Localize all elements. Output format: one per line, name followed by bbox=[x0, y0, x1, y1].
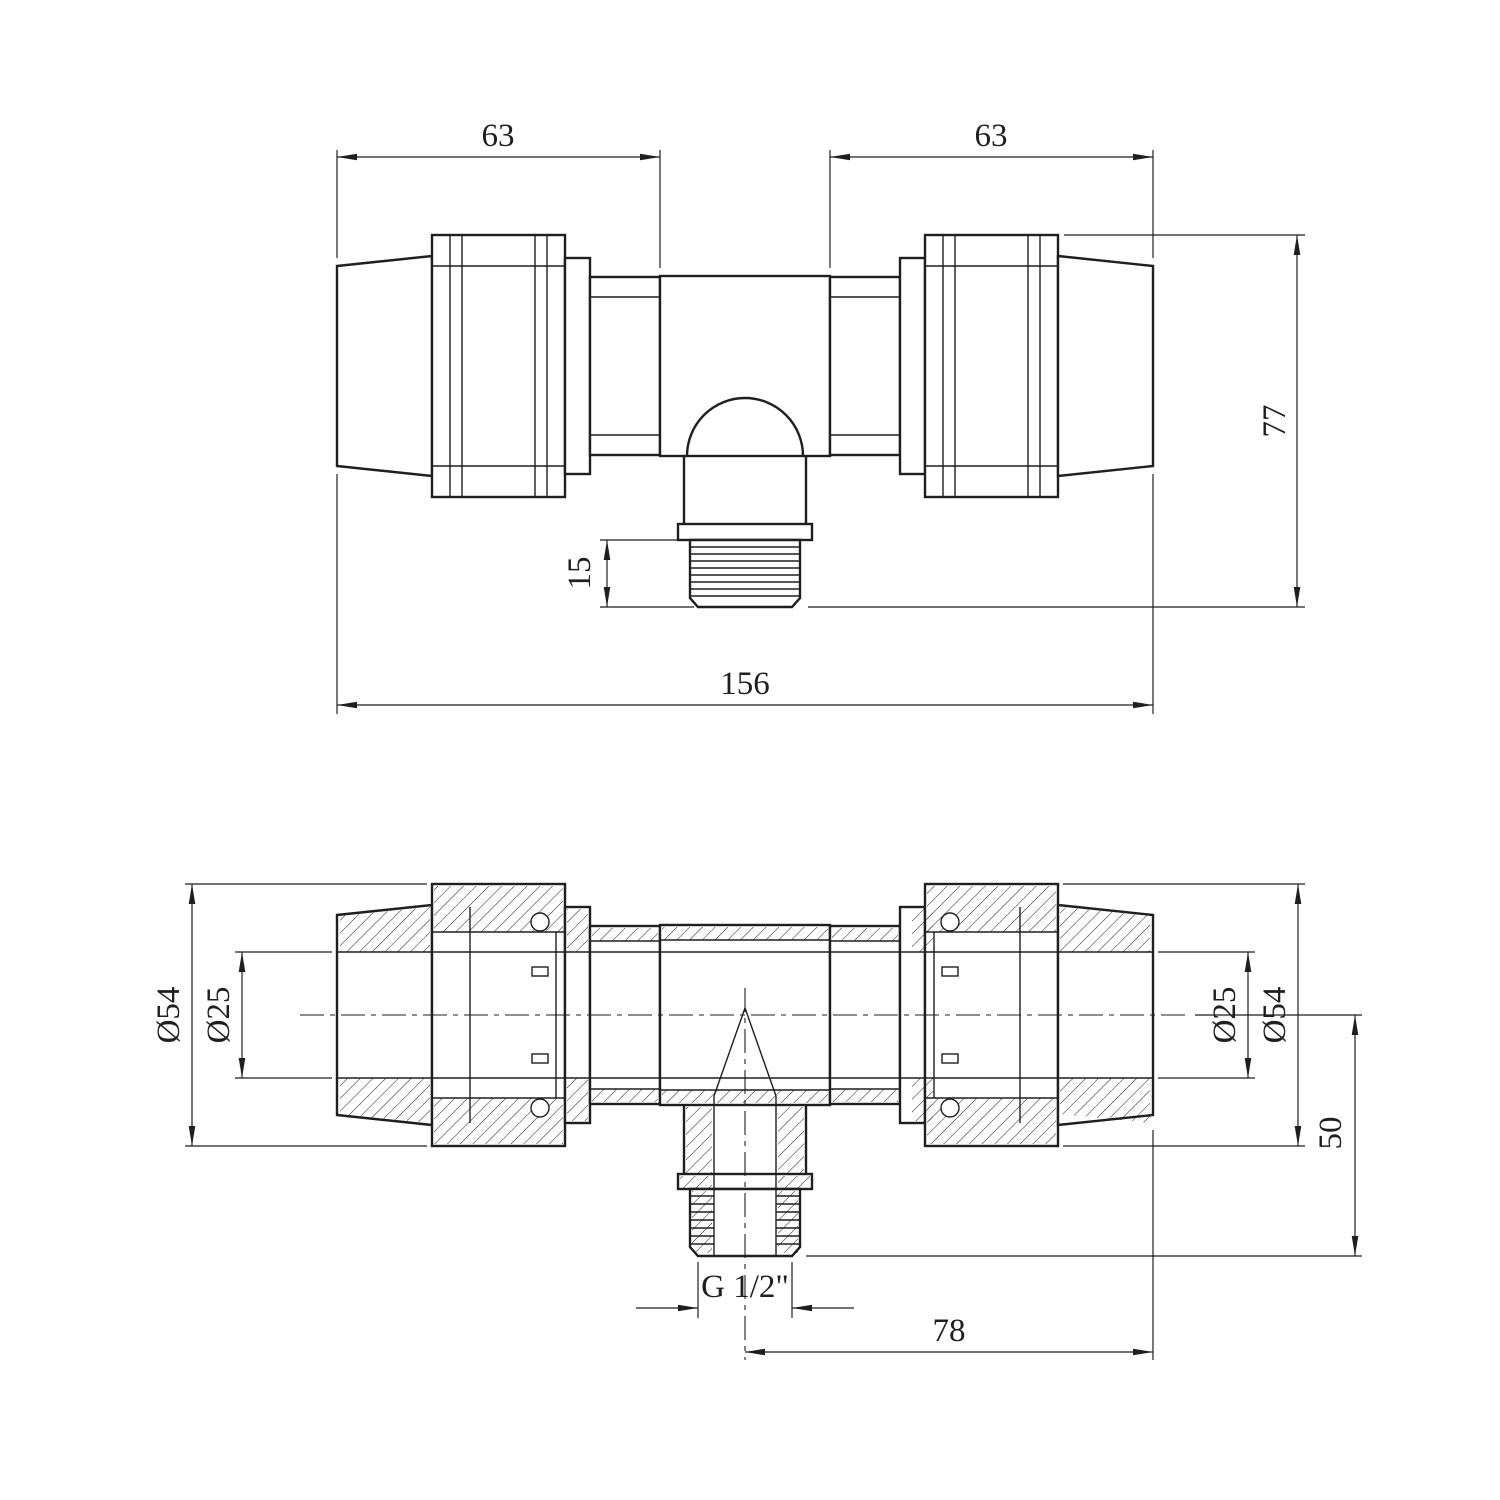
oring-right-top bbox=[940, 912, 960, 932]
dim-dia54-left: Ø54 bbox=[151, 883, 427, 1147]
dim-dia25-left: Ø25 bbox=[201, 951, 332, 1079]
dim-156-label: 156 bbox=[720, 666, 770, 702]
dim-78: 78 bbox=[745, 1130, 1154, 1360]
left-compression-nut bbox=[430, 233, 567, 499]
dim-thread-spec-label: G 1/2" bbox=[701, 1269, 789, 1305]
dim-thread-spec: G 1/2" bbox=[636, 1262, 854, 1318]
dim-63-left-label: 63 bbox=[482, 118, 515, 154]
male-thread-section bbox=[688, 1187, 802, 1258]
fitting-body-section bbox=[300, 882, 1190, 1360]
left-collar bbox=[588, 275, 662, 457]
dim-77-label: 77 bbox=[1257, 405, 1293, 438]
dim-63-right-label: 63 bbox=[975, 118, 1008, 154]
left-ring bbox=[563, 256, 592, 476]
dim-15-label: 15 bbox=[562, 557, 598, 590]
dim-15: 15 bbox=[562, 539, 694, 608]
right-stub bbox=[1056, 254, 1155, 478]
fitting-body-top bbox=[335, 233, 1155, 609]
right-collar bbox=[828, 275, 902, 457]
grip-left-bottom bbox=[531, 1053, 549, 1064]
thread-lines bbox=[690, 546, 800, 597]
branch-dome bbox=[685, 396, 805, 457]
right-ring bbox=[898, 256, 927, 476]
dim-63-right: 63 bbox=[829, 118, 1154, 268]
dim-78-label: 78 bbox=[933, 1313, 966, 1349]
section-view: Ø54 Ø25 Ø25 Ø54 50 bbox=[151, 882, 1362, 1360]
branch-bore bbox=[713, 1007, 777, 1256]
dim-dia25-left-label: Ø25 bbox=[201, 987, 237, 1044]
insert-details bbox=[530, 912, 960, 1118]
top-view: 63 63 77 15 156 bbox=[335, 118, 1305, 714]
center-barrel bbox=[658, 274, 832, 458]
right-compression-nut bbox=[923, 233, 1060, 499]
dim-77: 77 bbox=[808, 234, 1305, 608]
section-hatching bbox=[340, 886, 1150, 1253]
branch-outlet bbox=[676, 456, 814, 609]
oring-left-top bbox=[530, 912, 550, 932]
oring-left-bottom bbox=[530, 1098, 550, 1118]
dim-50: 50 bbox=[806, 1014, 1362, 1257]
grip-left-top bbox=[531, 966, 549, 977]
grip-right-top bbox=[941, 966, 959, 977]
thread-lines-section bbox=[690, 1195, 800, 1245]
dim-50-label: 50 bbox=[1313, 1117, 1349, 1150]
dim-63-left: 63 bbox=[336, 118, 661, 268]
oring-right-bottom bbox=[940, 1098, 960, 1118]
male-thread bbox=[688, 538, 802, 609]
left-stub bbox=[335, 254, 434, 478]
grip-right-bottom bbox=[941, 1053, 959, 1064]
dim-156: 156 bbox=[336, 474, 1154, 714]
dim-dia54-left-label: Ø54 bbox=[151, 987, 187, 1044]
right-stub-section bbox=[1056, 903, 1155, 1127]
